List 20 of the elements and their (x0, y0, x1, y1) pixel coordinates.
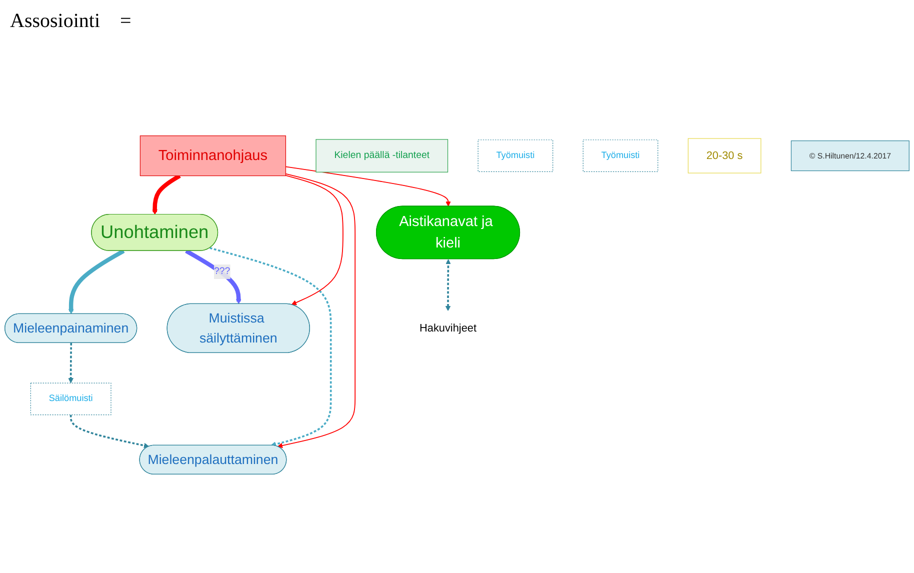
arrow (210, 247, 332, 447)
node-box: Työmuisti (582, 140, 658, 172)
node-box: Toiminnanohjaus (140, 135, 286, 176)
edge-label: ??? (214, 266, 230, 277)
arrow (68, 343, 74, 384)
arrow (152, 174, 181, 215)
node-box: Säilömuisti (30, 382, 112, 416)
arrow (285, 175, 344, 306)
node-box: Työmuisti (478, 140, 554, 172)
arrow (445, 259, 451, 312)
node-text: Hakuvihjeet (420, 322, 477, 334)
node-box: 20-30 s (688, 138, 762, 174)
arrow (68, 249, 125, 314)
text-label: = (120, 10, 132, 32)
arrow (70, 414, 150, 448)
arrow (277, 173, 356, 448)
arrow (185, 249, 242, 304)
text-label: Assosiointi (10, 10, 100, 32)
arrow (285, 166, 451, 207)
node-box: Kielen päällä -tilanteet (316, 139, 448, 172)
